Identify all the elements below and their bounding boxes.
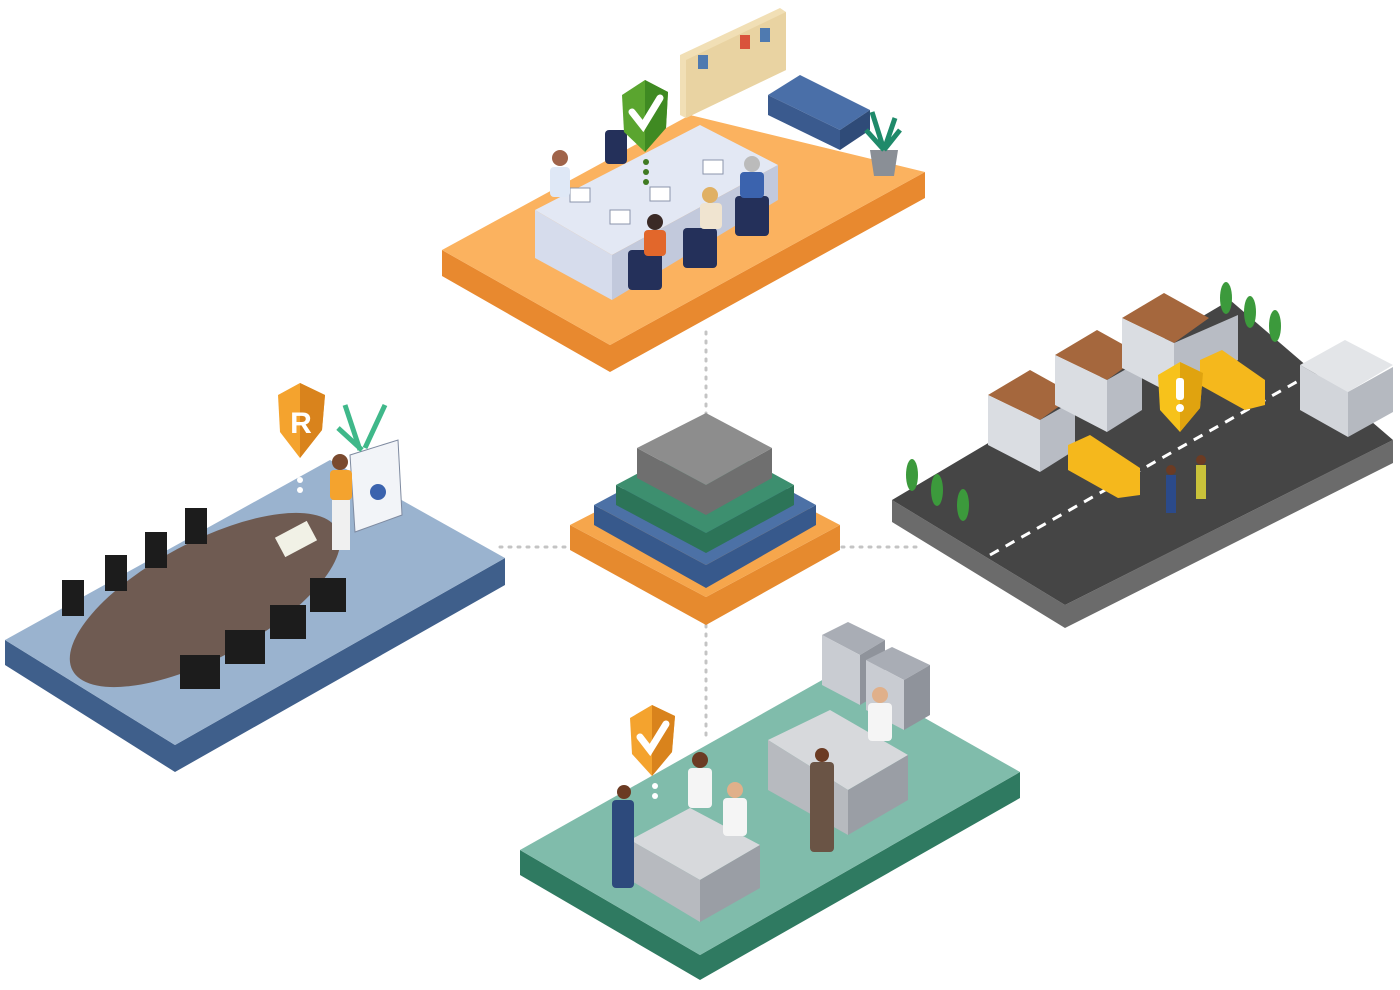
presenter	[330, 454, 352, 550]
kitchen-platform	[520, 622, 1020, 980]
center-layered-stack	[570, 413, 840, 625]
shield-letter: R	[290, 407, 312, 440]
orange-check-shield-icon	[630, 705, 675, 799]
transport-platform	[892, 282, 1393, 628]
office-people	[550, 150, 764, 256]
r-shield-icon: R	[278, 383, 325, 493]
meeting-table	[69, 512, 341, 688]
yellow-alert-shield-icon	[1158, 362, 1203, 432]
whiteboard	[336, 403, 403, 533]
trees	[906, 282, 1281, 521]
buildings	[988, 293, 1393, 472]
office-chairs	[605, 130, 769, 290]
green-check-shield-icon	[622, 80, 668, 185]
dotted-connectors	[498, 330, 924, 737]
kitchen-staff	[612, 687, 892, 888]
bookshelf	[680, 8, 786, 118]
meeting-platform: R	[5, 383, 505, 772]
meeting-chairs	[62, 508, 346, 689]
sofa	[768, 75, 870, 150]
workers	[1166, 455, 1206, 513]
plant	[864, 111, 902, 176]
office-platform	[442, 8, 925, 372]
school-buses	[1068, 350, 1265, 498]
